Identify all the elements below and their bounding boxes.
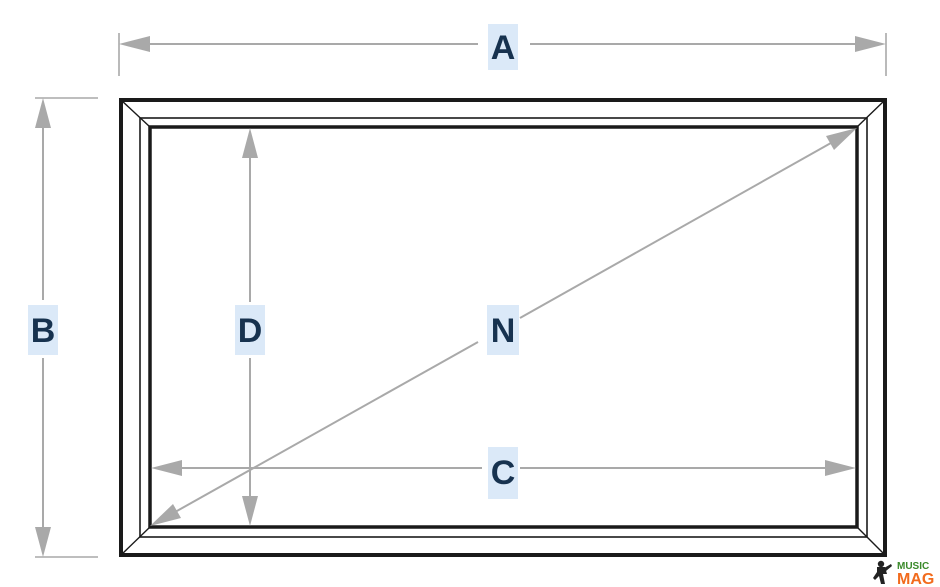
viewable-area-border: [148, 125, 859, 529]
dimension-d: D: [235, 128, 265, 526]
watermark-music-text: MUSIC: [897, 561, 929, 572]
dimension-n-line-upper: [519, 138, 839, 319]
frame-outer-border: [119, 98, 887, 557]
dimension-a-label: A: [491, 29, 516, 67]
frame-miter-bottom-right: [856, 526, 886, 556]
dimension-a-label-bg: [488, 24, 518, 70]
dimension-b-arrow-bottom: [35, 527, 51, 557]
watermark-mag-text: MAG: [897, 571, 934, 586]
dimension-c-label: C: [491, 454, 516, 492]
dimension-n-label-bg: [487, 305, 519, 355]
dimension-b-arrow-top: [35, 98, 51, 128]
dimension-c-arrow-left: [151, 460, 182, 476]
musicmag-watermark: MUSIC MAG: [873, 560, 934, 586]
dimension-n-arrow-upper: [826, 128, 857, 150]
frame-miter-top-right: [856, 99, 886, 128]
dimension-a-arrow-right: [855, 36, 886, 52]
dimension-a-arrow-left: [119, 36, 150, 52]
dimension-b: B: [28, 98, 58, 557]
watermark-figure-icon: [873, 560, 892, 584]
extension-lines: [35, 33, 887, 558]
dimension-n-arrow-lower: [150, 504, 181, 526]
dimension-a: A: [119, 24, 886, 70]
dimension-b-label-bg: [28, 305, 58, 355]
dimension-d-label: D: [238, 312, 263, 350]
dimension-n-label: N: [491, 312, 516, 350]
dimension-b-label: B: [31, 312, 56, 350]
frame-miter-top-left: [120, 99, 151, 128]
dimension-d-arrow-top: [242, 128, 258, 158]
dimension-n-line-lower: [167, 341, 479, 517]
dimension-n: N: [150, 128, 857, 526]
frame-miter-bottom-left: [120, 526, 151, 556]
dimension-c-label-bg: [488, 447, 518, 499]
frame-middle-border: [139, 117, 868, 538]
dimension-c: C: [151, 447, 856, 499]
dimension-d-arrow-bottom: [242, 496, 258, 526]
dimension-c-arrow-right: [825, 460, 856, 476]
dimension-d-label-bg: [235, 305, 265, 355]
screen-frame: [119, 98, 887, 557]
